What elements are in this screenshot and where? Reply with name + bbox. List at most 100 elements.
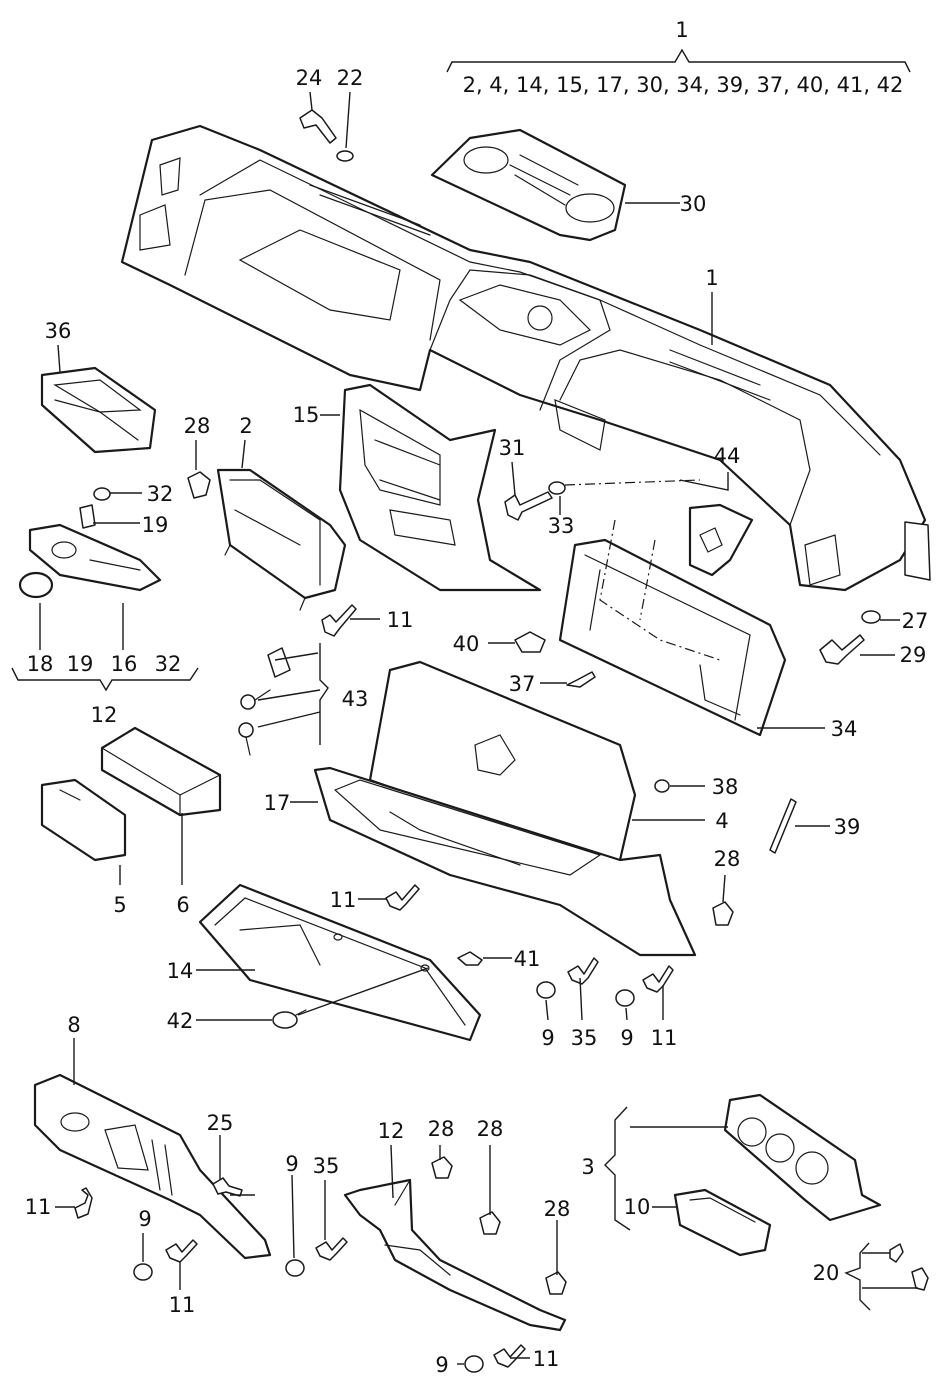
- callout-8[interactable]: 8: [67, 1013, 80, 1037]
- callout-1-top[interactable]: 1: [675, 18, 688, 42]
- gauge-housing-3[interactable]: [723, 1093, 882, 1222]
- callout-5[interactable]: 5: [113, 893, 126, 917]
- cover-44[interactable]: [688, 503, 754, 577]
- callout-19-upper[interactable]: 19: [142, 513, 169, 537]
- callout-11-mid-right[interactable]: 11: [651, 1026, 678, 1050]
- callout-1[interactable]: 1: [705, 266, 718, 290]
- callout-33[interactable]: 33: [548, 514, 575, 538]
- trim-17[interactable]: [313, 766, 697, 957]
- tray-10[interactable]: [673, 1188, 772, 1257]
- screw-35-mid[interactable]: [567, 957, 599, 985]
- callout-35-lower[interactable]: 35: [313, 1154, 340, 1178]
- callout-34[interactable]: 34: [831, 717, 858, 741]
- dashboard-panel[interactable]: [120, 124, 931, 592]
- panel-16[interactable]: [28, 523, 162, 592]
- knob-18[interactable]: [18, 571, 54, 599]
- side-panel-8[interactable]: [33, 1073, 272, 1260]
- callout-27[interactable]: 27: [902, 609, 929, 633]
- screw-11-mid-right[interactable]: [642, 965, 674, 993]
- callout-6[interactable]: 6: [176, 893, 189, 917]
- screw-20-lower[interactable]: [911, 1267, 929, 1291]
- callout-36[interactable]: 36: [45, 319, 72, 343]
- screw-11-lower-left[interactable]: [74, 1187, 93, 1219]
- bolt-24[interactable]: [299, 109, 337, 144]
- callout-29[interactable]: 29: [900, 643, 927, 667]
- cap-9-mid-left[interactable]: [536, 981, 556, 999]
- callout-16[interactable]: 16: [111, 652, 138, 676]
- callout-11-mid[interactable]: 11: [330, 888, 357, 912]
- callout-11-lower-left[interactable]: 11: [25, 1195, 52, 1219]
- washer-33[interactable]: [548, 481, 566, 495]
- center-console-15[interactable]: [338, 383, 542, 592]
- washer-27[interactable]: [861, 610, 881, 624]
- callout-22[interactable]: 22: [337, 66, 364, 90]
- latch-41[interactable]: [457, 951, 483, 966]
- callout-11-bottom[interactable]: 11: [533, 1347, 560, 1371]
- callout-31[interactable]: 31: [499, 436, 526, 460]
- callout-41[interactable]: 41: [514, 947, 541, 971]
- callout-32-upper[interactable]: 32: [147, 482, 174, 506]
- callout-11-upper[interactable]: 11: [387, 608, 414, 632]
- cap-9-lower-mid[interactable]: [285, 1259, 305, 1277]
- plate-5[interactable]: [40, 778, 127, 862]
- cap-38[interactable]: [654, 779, 670, 793]
- rod-39[interactable]: [769, 798, 797, 854]
- callout-9-mid-left[interactable]: 9: [541, 1026, 554, 1050]
- lock-43[interactable]: [238, 647, 291, 756]
- clip-28-lower-c[interactable]: [545, 1271, 567, 1295]
- callout-15[interactable]: 15: [293, 403, 320, 427]
- callout-37[interactable]: 37: [509, 672, 536, 696]
- callout-19[interactable]: 19: [67, 652, 94, 676]
- callout-12-upper[interactable]: 12: [91, 703, 118, 727]
- callout-44[interactable]: 44: [714, 444, 741, 468]
- callout-30[interactable]: 30: [680, 192, 707, 216]
- clip-19[interactable]: [79, 504, 96, 529]
- callout-28-lower-a[interactable]: 28: [428, 1117, 455, 1141]
- callout-39[interactable]: 39: [834, 815, 861, 839]
- callout-25[interactable]: 25: [207, 1111, 234, 1135]
- screw-37[interactable]: [566, 671, 596, 688]
- callout-40[interactable]: 40: [453, 632, 480, 656]
- clip-40[interactable]: [514, 631, 546, 653]
- screw-35-lower[interactable]: [315, 1237, 348, 1261]
- screw-29[interactable]: [819, 634, 865, 665]
- box-6[interactable]: [100, 726, 222, 817]
- callout-11-lower-mid[interactable]: 11: [169, 1293, 196, 1317]
- callout-20[interactable]: 20: [813, 1261, 840, 1285]
- callout-4[interactable]: 4: [715, 809, 728, 833]
- screw-31[interactable]: [504, 491, 553, 521]
- callout-14[interactable]: 14: [167, 959, 194, 983]
- screw-25[interactable]: [212, 1177, 243, 1197]
- bumper-42[interactable]: [272, 1009, 307, 1029]
- callout-32[interactable]: 32: [155, 652, 182, 676]
- clip-28-mid[interactable]: [712, 901, 734, 926]
- callout-12-lower[interactable]: 12: [378, 1119, 405, 1143]
- clip-28-lower-a[interactable]: [431, 1156, 453, 1179]
- glovebox-housing-34[interactable]: [558, 519, 787, 737]
- callout-24[interactable]: 24: [296, 66, 323, 90]
- washer-32[interactable]: [93, 487, 111, 501]
- screw-11-upper[interactable]: [321, 604, 357, 637]
- clip-28-upper[interactable]: [187, 471, 211, 499]
- screw-20-upper[interactable]: [889, 1243, 904, 1263]
- callout-3[interactable]: 3: [581, 1155, 594, 1179]
- callout-43[interactable]: 43: [342, 687, 369, 711]
- cap-9-mid-right[interactable]: [615, 989, 635, 1007]
- storage-tray-30[interactable]: [430, 128, 627, 242]
- callout-28-mid[interactable]: 28: [714, 847, 741, 871]
- screw-11-lower-mid[interactable]: [165, 1239, 198, 1263]
- cap-9-bottom[interactable]: [464, 1355, 484, 1373]
- callout-10[interactable]: 10: [624, 1195, 651, 1219]
- callout-9-mid-right[interactable]: 9: [620, 1026, 633, 1050]
- frame-36[interactable]: [40, 366, 157, 454]
- cap-9-lower-left[interactable]: [133, 1263, 153, 1281]
- bracket-12[interactable]: [343, 1178, 567, 1332]
- callout-28-lower-c[interactable]: 28: [544, 1197, 571, 1221]
- callout-9-lower-left[interactable]: 9: [138, 1207, 151, 1231]
- callout-28-lower-b[interactable]: 28: [477, 1117, 504, 1141]
- screw-11-bottom[interactable]: [493, 1344, 526, 1368]
- washer-22[interactable]: [336, 150, 354, 162]
- bracket-2[interactable]: [216, 468, 347, 611]
- callout-35-mid[interactable]: 35: [571, 1026, 598, 1050]
- callout-2[interactable]: 2: [239, 414, 252, 438]
